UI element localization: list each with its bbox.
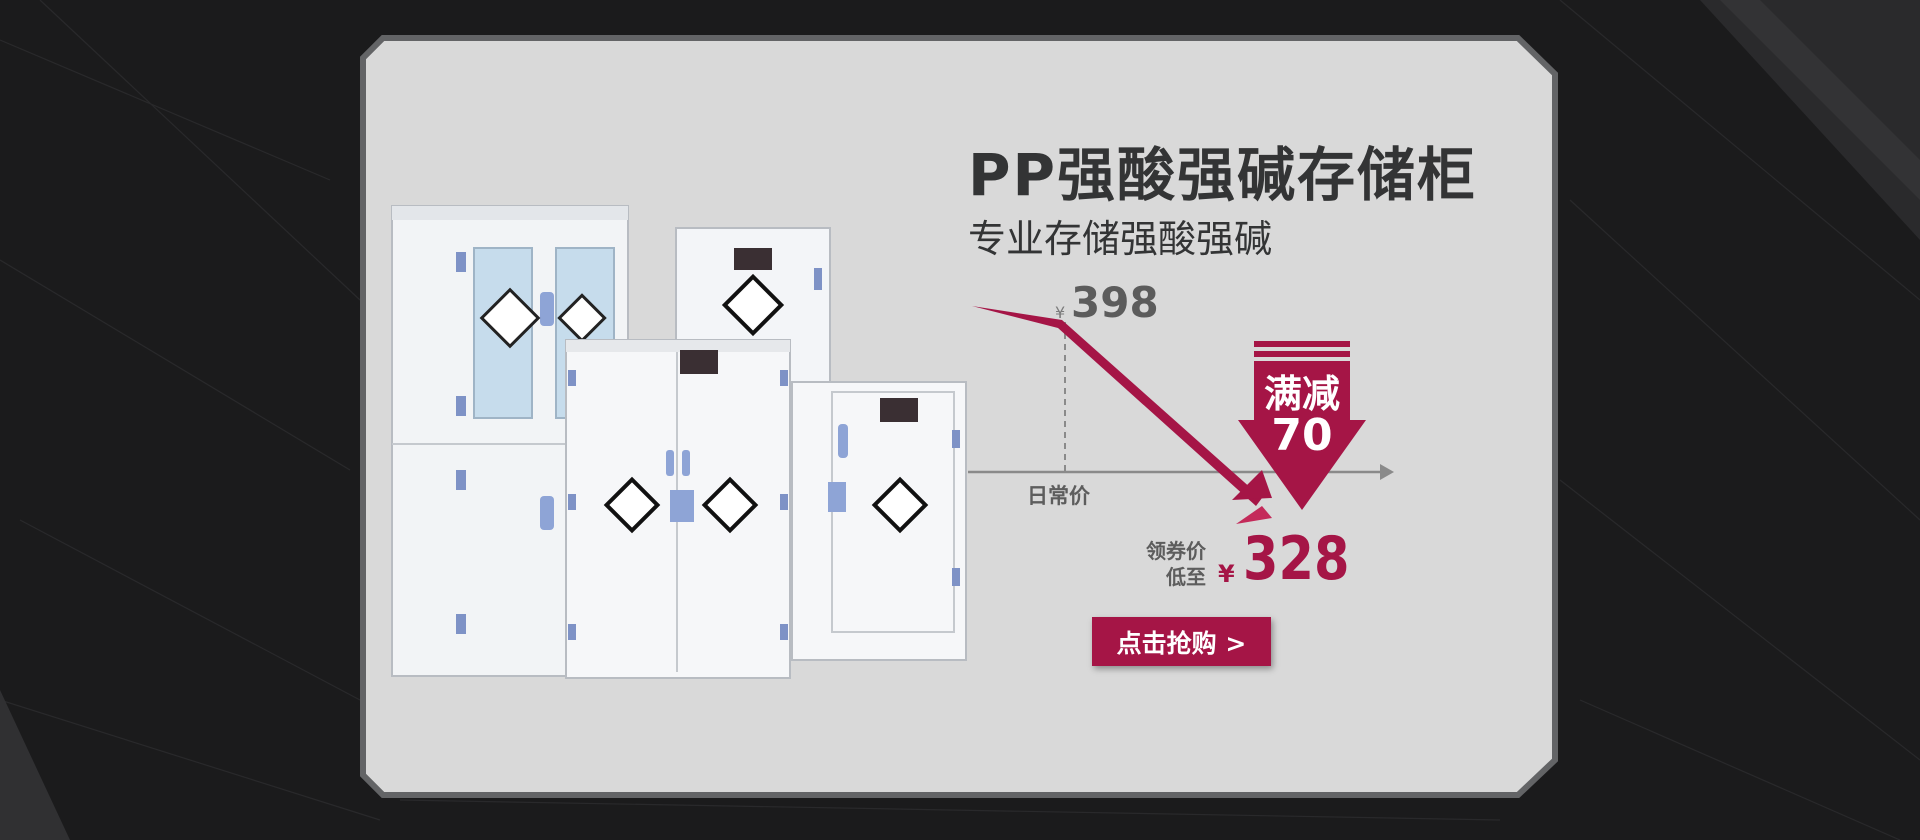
discount-badge-label: 满减 (1263, 372, 1340, 416)
original-price: 398 (1071, 278, 1159, 327)
daily-price-label: 日常价 (1027, 484, 1090, 508)
promo-price: 328 (1243, 524, 1350, 594)
product-subtitle: 专业存储强酸强碱 (968, 217, 1273, 261)
lowest-price-label: 低至 (1166, 565, 1206, 589)
product-photo (391, 205, 967, 679)
discount-badge-amount: 70 (1271, 410, 1333, 461)
original-price-currency: ¥ (1055, 303, 1066, 322)
product-title: PP强酸强碱存储柜 (968, 141, 1478, 209)
promo-price-currency: ¥ (1218, 560, 1235, 588)
discount-badge-arrow (1238, 341, 1366, 510)
coupon-price-label: 领券价 (1146, 539, 1206, 563)
buy-now-button[interactable]: 点击抢购 > (1092, 617, 1271, 666)
